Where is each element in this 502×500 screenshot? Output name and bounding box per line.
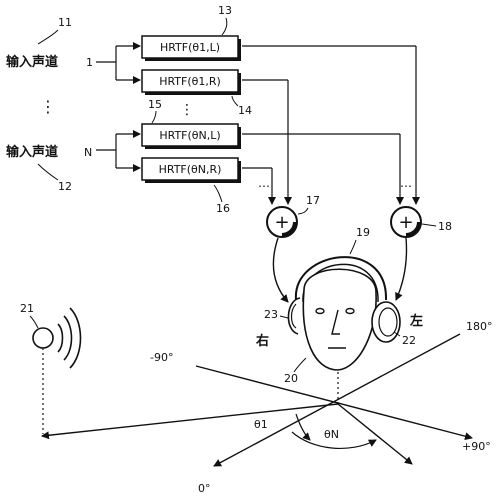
input-channel-n-label: 输入声道 — [6, 144, 58, 160]
sound-source — [32, 307, 82, 369]
mixer-18-symbol: + — [398, 212, 413, 233]
angle-180-label: 180° — [466, 320, 493, 333]
axis-180-0 — [213, 333, 461, 467]
hrtf-box-n-left: HRTF(θN,L) — [141, 123, 241, 149]
mixer-17-symbol: + — [274, 212, 289, 233]
theta-n-label: θN — [324, 428, 339, 441]
ref-15: 15 — [148, 98, 162, 111]
theta-1-arc — [295, 413, 311, 441]
ref-14: 14 — [238, 104, 252, 117]
ref-21: 21 — [20, 302, 34, 315]
ref-18: 18 — [438, 220, 452, 233]
angle-plus90-label: +90° — [462, 440, 491, 453]
ref-13: 13 — [218, 4, 232, 17]
ref-20: 20 — [284, 372, 298, 385]
input-channel-n-index: N — [84, 146, 92, 159]
left-label: 左 — [410, 313, 423, 329]
input-channel-1-label: 输入声道 — [6, 54, 58, 70]
theta-1-label: θ1 — [254, 418, 268, 431]
ref-22: 22 — [402, 334, 416, 347]
hrtf-box-n-right-label: HRTF(θN,R) — [159, 163, 222, 176]
ref-17: 17 — [306, 194, 320, 207]
input-channel-1-index: 1 — [86, 56, 93, 69]
inputs-ellipsis: ⋮ — [40, 97, 56, 116]
hrtf-box-1-right: HRTF(θ1,R) — [141, 69, 241, 95]
listener-head — [287, 256, 401, 371]
svg-text:⋯: ⋯ — [400, 179, 412, 193]
hrtf-box-1-right-label: HRTF(θ1,R) — [159, 75, 221, 88]
hrtf-box-n-left-label: HRTF(θN,L) — [159, 129, 220, 142]
ref-12: 12 — [58, 180, 72, 193]
hrtf-box-1-left-label: HRTF(θ1,L) — [160, 41, 220, 54]
ref-16: 16 — [216, 202, 230, 215]
ref-23: 23 — [264, 308, 278, 321]
theta-n-direction — [337, 403, 413, 465]
leader-11 — [37, 29, 59, 45]
ref-11: 11 — [58, 16, 72, 29]
leader-12 — [37, 163, 59, 181]
boxes-ellipsis: ⋮ — [180, 102, 194, 118]
source-direction-line — [41, 403, 339, 440]
hrtf-box-1-left: HRTF(θ1,L) — [141, 35, 241, 61]
right-label: 右 — [255, 333, 269, 349]
svg-text:⋯: ⋯ — [258, 179, 270, 193]
mixer-right-channel: + — [266, 206, 298, 238]
hrtf-box-n-right: HRTF(θN,R) — [141, 157, 241, 183]
angle-minus90-label: -90° — [150, 351, 173, 364]
ref-19: 19 — [356, 226, 370, 239]
theta-n-arc — [291, 431, 377, 450]
mixer-left-channel: + — [390, 206, 422, 238]
angle-0-label: 0° — [198, 482, 211, 495]
